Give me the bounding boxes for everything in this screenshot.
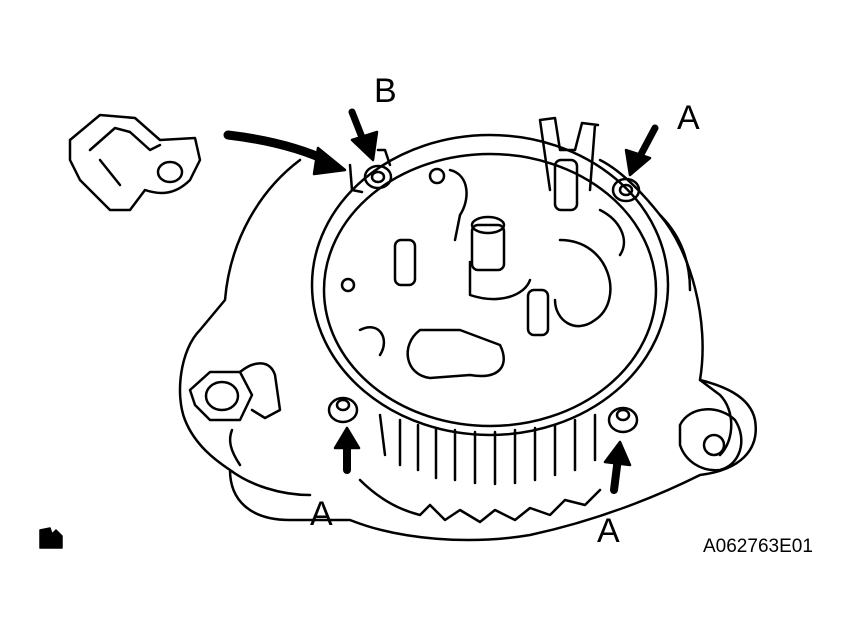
pointer-arrow-b — [348, 108, 379, 162]
callout-label-a-bottom-right: A — [597, 512, 620, 550]
callout-label-a-bottom-left: A — [310, 495, 333, 533]
rear-end-frame — [310, 133, 670, 437]
pointer-arrow-a-bottom-left — [333, 426, 361, 474]
callout-label-b: B — [374, 72, 397, 110]
mounting-lug-left — [188, 362, 282, 422]
nut-b — [348, 148, 393, 194]
mounting-lug-right — [678, 408, 743, 472]
internal-components — [340, 116, 626, 380]
caution-hand-icon — [39, 527, 63, 549]
arrow-icon — [223, 130, 347, 176]
nut-a-bottom-right — [607, 406, 639, 434]
nut-a-top-right — [611, 177, 641, 203]
alternator-housing — [178, 158, 758, 542]
pointer-arrow-a-bottom-right — [603, 440, 632, 494]
bracket-icon — [68, 113, 202, 212]
pointer-arrow-a-top-right — [624, 124, 659, 177]
callout-label-a-top-right: A — [677, 99, 700, 137]
figure-code: A062763E01 — [703, 536, 813, 557]
cooling-fins — [358, 413, 602, 524]
nut-a-bottom-left — [327, 396, 359, 424]
